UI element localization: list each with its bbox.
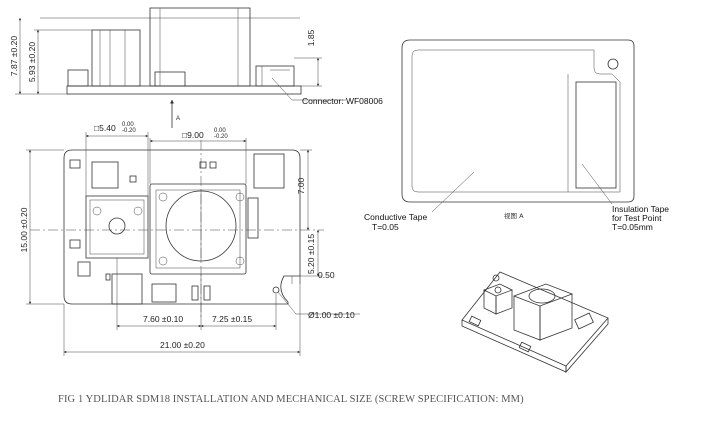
dim-7-25: 7.25 ±0.15 [212, 314, 252, 324]
dim-7: 7.00 [296, 177, 306, 194]
dim-21: 21.00 ±0.20 [160, 340, 205, 350]
view-a: Conductive Tape T=0.05 视图 A Insulation T… [364, 39, 669, 232]
dim-height-total: 7.87 ±0.20 [9, 36, 19, 76]
figure-caption: FIG 1 YDLIDAR SDM18 INSTALLATION AND MEC… [58, 394, 524, 405]
dim-0-50: 0.50 [318, 270, 335, 280]
insulation-tape-label: Insulation Tape [612, 204, 669, 214]
dim-height-body: 5.93 ±0.20 [27, 42, 37, 82]
dim-5-20: 5.20 ±0.15 [306, 234, 316, 274]
view-a-label: 视图 A [504, 211, 524, 220]
view-arrow-label: A [176, 116, 180, 122]
dim-big-square: □9.00 [182, 130, 204, 140]
side-view: 7.87 ±0.20 5.93 ±0.20 1.85 Connector: WF… [9, 7, 383, 128]
insulation-tape-thickness: T=0.05mm [612, 222, 653, 232]
dim-big-tol-dn: -0.20 [214, 134, 228, 140]
dim-hole: Ø1.00 ±0.10 [308, 310, 355, 320]
dim-7-60: 7.60 ±0.10 [143, 314, 183, 324]
dim-small-square: □5.40 [94, 123, 116, 133]
dim-small-tol-dn: -0.20 [122, 128, 136, 134]
dim-big-tol-up: 0.00 [214, 128, 226, 134]
isometric-view [461, 271, 609, 374]
conductive-tape-thickness: T=0.05 [372, 222, 399, 232]
conductive-tape-label: Conductive Tape [364, 212, 427, 222]
dim-small-tol-up: 0.00 [122, 122, 134, 128]
dim-15: 15.00 ±0.20 [19, 207, 29, 252]
mechanical-drawing: 7.87 ±0.20 5.93 ±0.20 1.85 Connector: WF… [9, 7, 669, 374]
connector-label: Connector: WF08006 [302, 96, 383, 106]
dim-connector-height: 1.85 [306, 29, 316, 46]
insulation-tape-purpose: for Test Point [612, 213, 662, 223]
top-view: □5.40 0.00 -0.20 □9.00 0.00 -0.20 7.00 1… [19, 122, 360, 356]
